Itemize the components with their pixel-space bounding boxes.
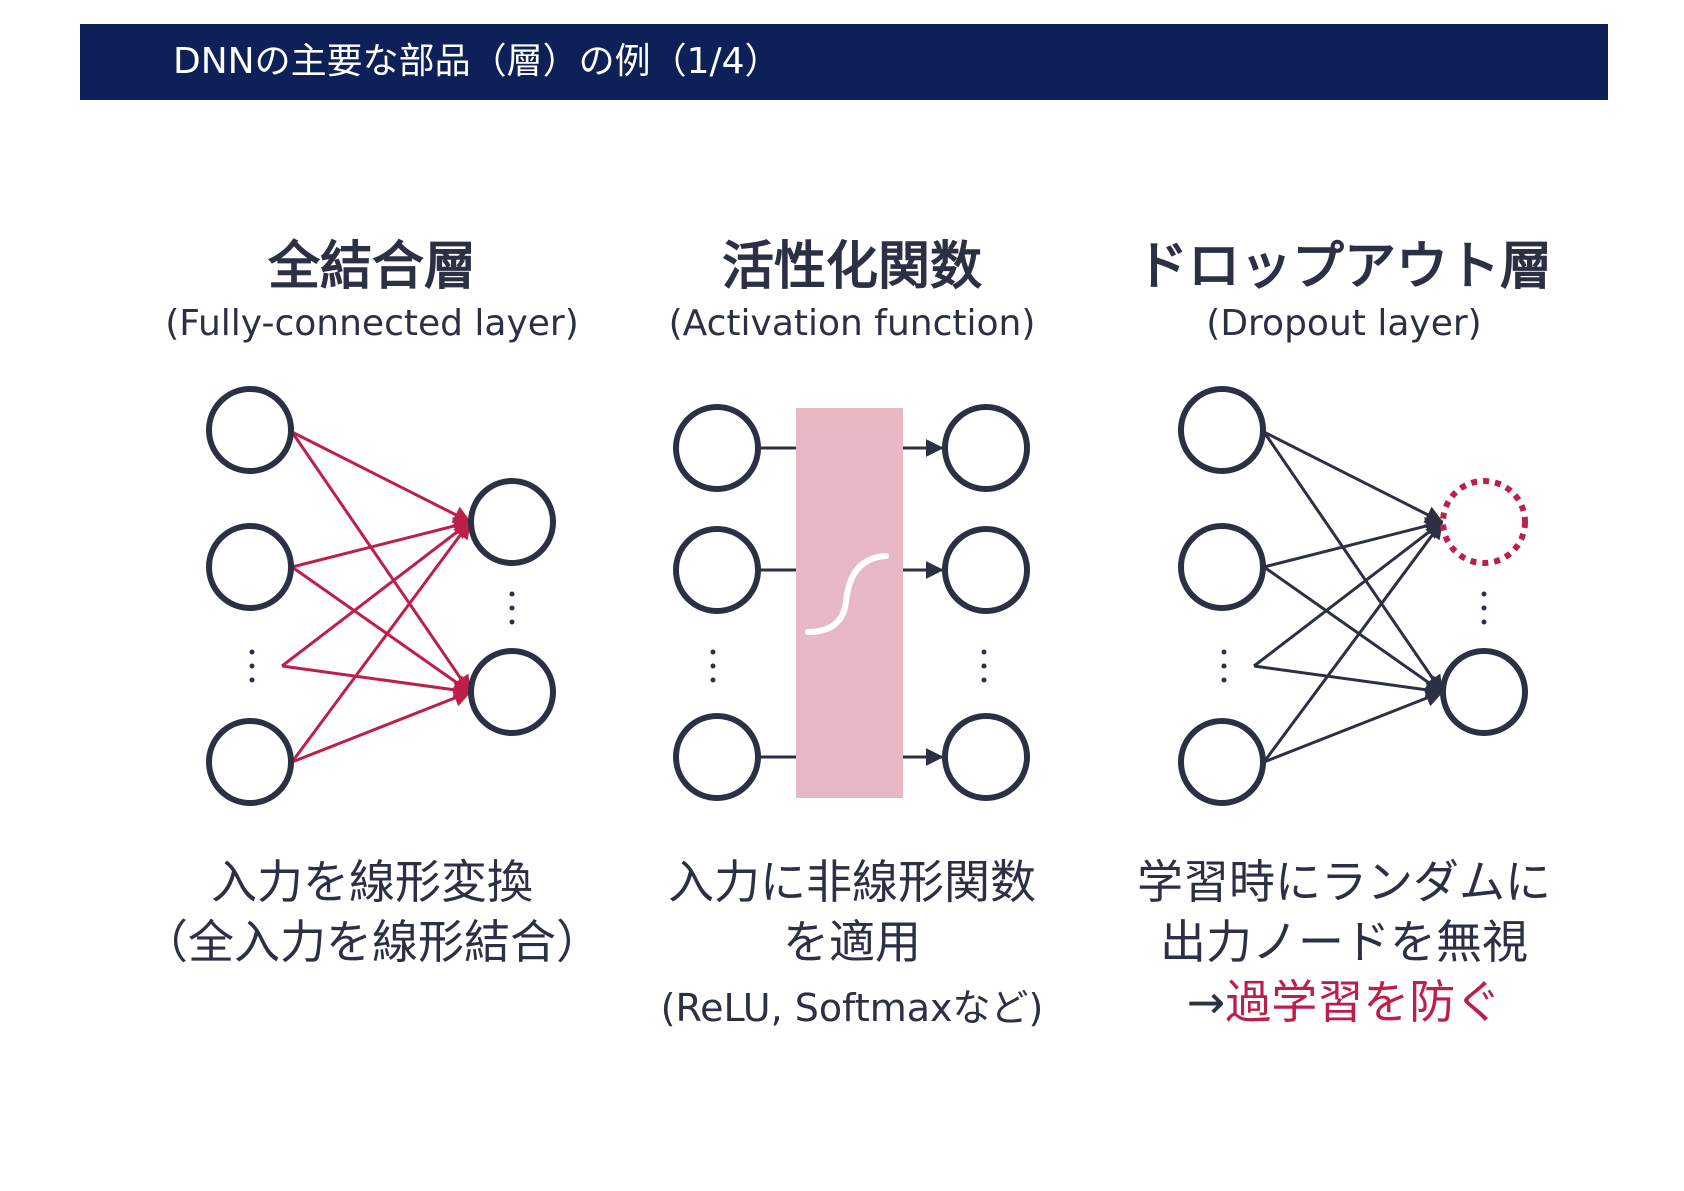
description-line: を適用 — [783, 915, 921, 969]
description-activation: 入力に非線形関数 を適用 (ReLU, Softmaxなど) — [572, 852, 1132, 1036]
sigmoid-curve-icon — [805, 553, 889, 635]
activation-function-box — [796, 408, 903, 798]
description-fully-connected: 入力を線形変換 （全入力を線形結合） — [92, 852, 652, 972]
description-line: →過学習を防ぐ — [1064, 972, 1624, 1032]
column-dropout: ドロップアウト層 (Dropout layer) — [1084, 236, 1604, 348]
dropout-connections — [1253, 430, 1444, 764]
description-line: （全入力を線形結合） — [142, 915, 602, 969]
column-activation: 活性化関数 (Activation function) — [592, 236, 1112, 348]
column-subtitle: (Fully-connected layer) — [165, 303, 579, 344]
activation-diagram — [673, 404, 1030, 801]
fc-connections — [281, 430, 472, 764]
column-subtitle: (Activation function) — [668, 303, 1036, 344]
dropout-ellipsis — [1221, 591, 1487, 683]
dropout-nodes — [1178, 386, 1528, 806]
column-title: 全結合層 — [267, 237, 476, 297]
column-title: ドロップアウト層 — [1135, 237, 1552, 297]
page-title: DNNの主要な部品（層）の例（1/4） — [173, 41, 781, 82]
activation-output-arrows — [903, 439, 944, 766]
fc-nodes — [206, 386, 556, 806]
header-bar: DNNの主要な部品（層）の例（1/4） — [80, 24, 1608, 100]
description-line: 入力を線形変換 — [211, 855, 533, 909]
activation-input-lines — [758, 446, 796, 759]
column-subtitle: (Dropout layer) — [1206, 303, 1482, 344]
activation-ellipsis — [710, 649, 987, 683]
description-examples: (ReLU, Softmaxなど) — [660, 986, 1044, 1030]
column-fully-connected: 全結合層 (Fully-connected layer) — [112, 236, 632, 348]
activation-nodes — [673, 404, 1030, 801]
description-line: 入力に非線形関数 — [668, 855, 1036, 909]
highlight-text: 過学習を防ぐ — [1225, 975, 1502, 1029]
column-title: 活性化関数 — [721, 237, 982, 297]
fc-ellipsis — [249, 591, 515, 683]
description-dropout: 学習時にランダムに 出力ノードを無視 →過学習を防ぐ — [1064, 852, 1624, 1032]
description-line: 出力ノードを無視 — [1160, 915, 1528, 969]
dropout-diagram — [1178, 386, 1528, 806]
dropped-node — [1440, 478, 1528, 566]
fully-connected-diagram — [206, 386, 556, 806]
description-line: 学習時にランダムに — [1137, 855, 1551, 909]
arrow-prefix: → — [1186, 975, 1226, 1029]
